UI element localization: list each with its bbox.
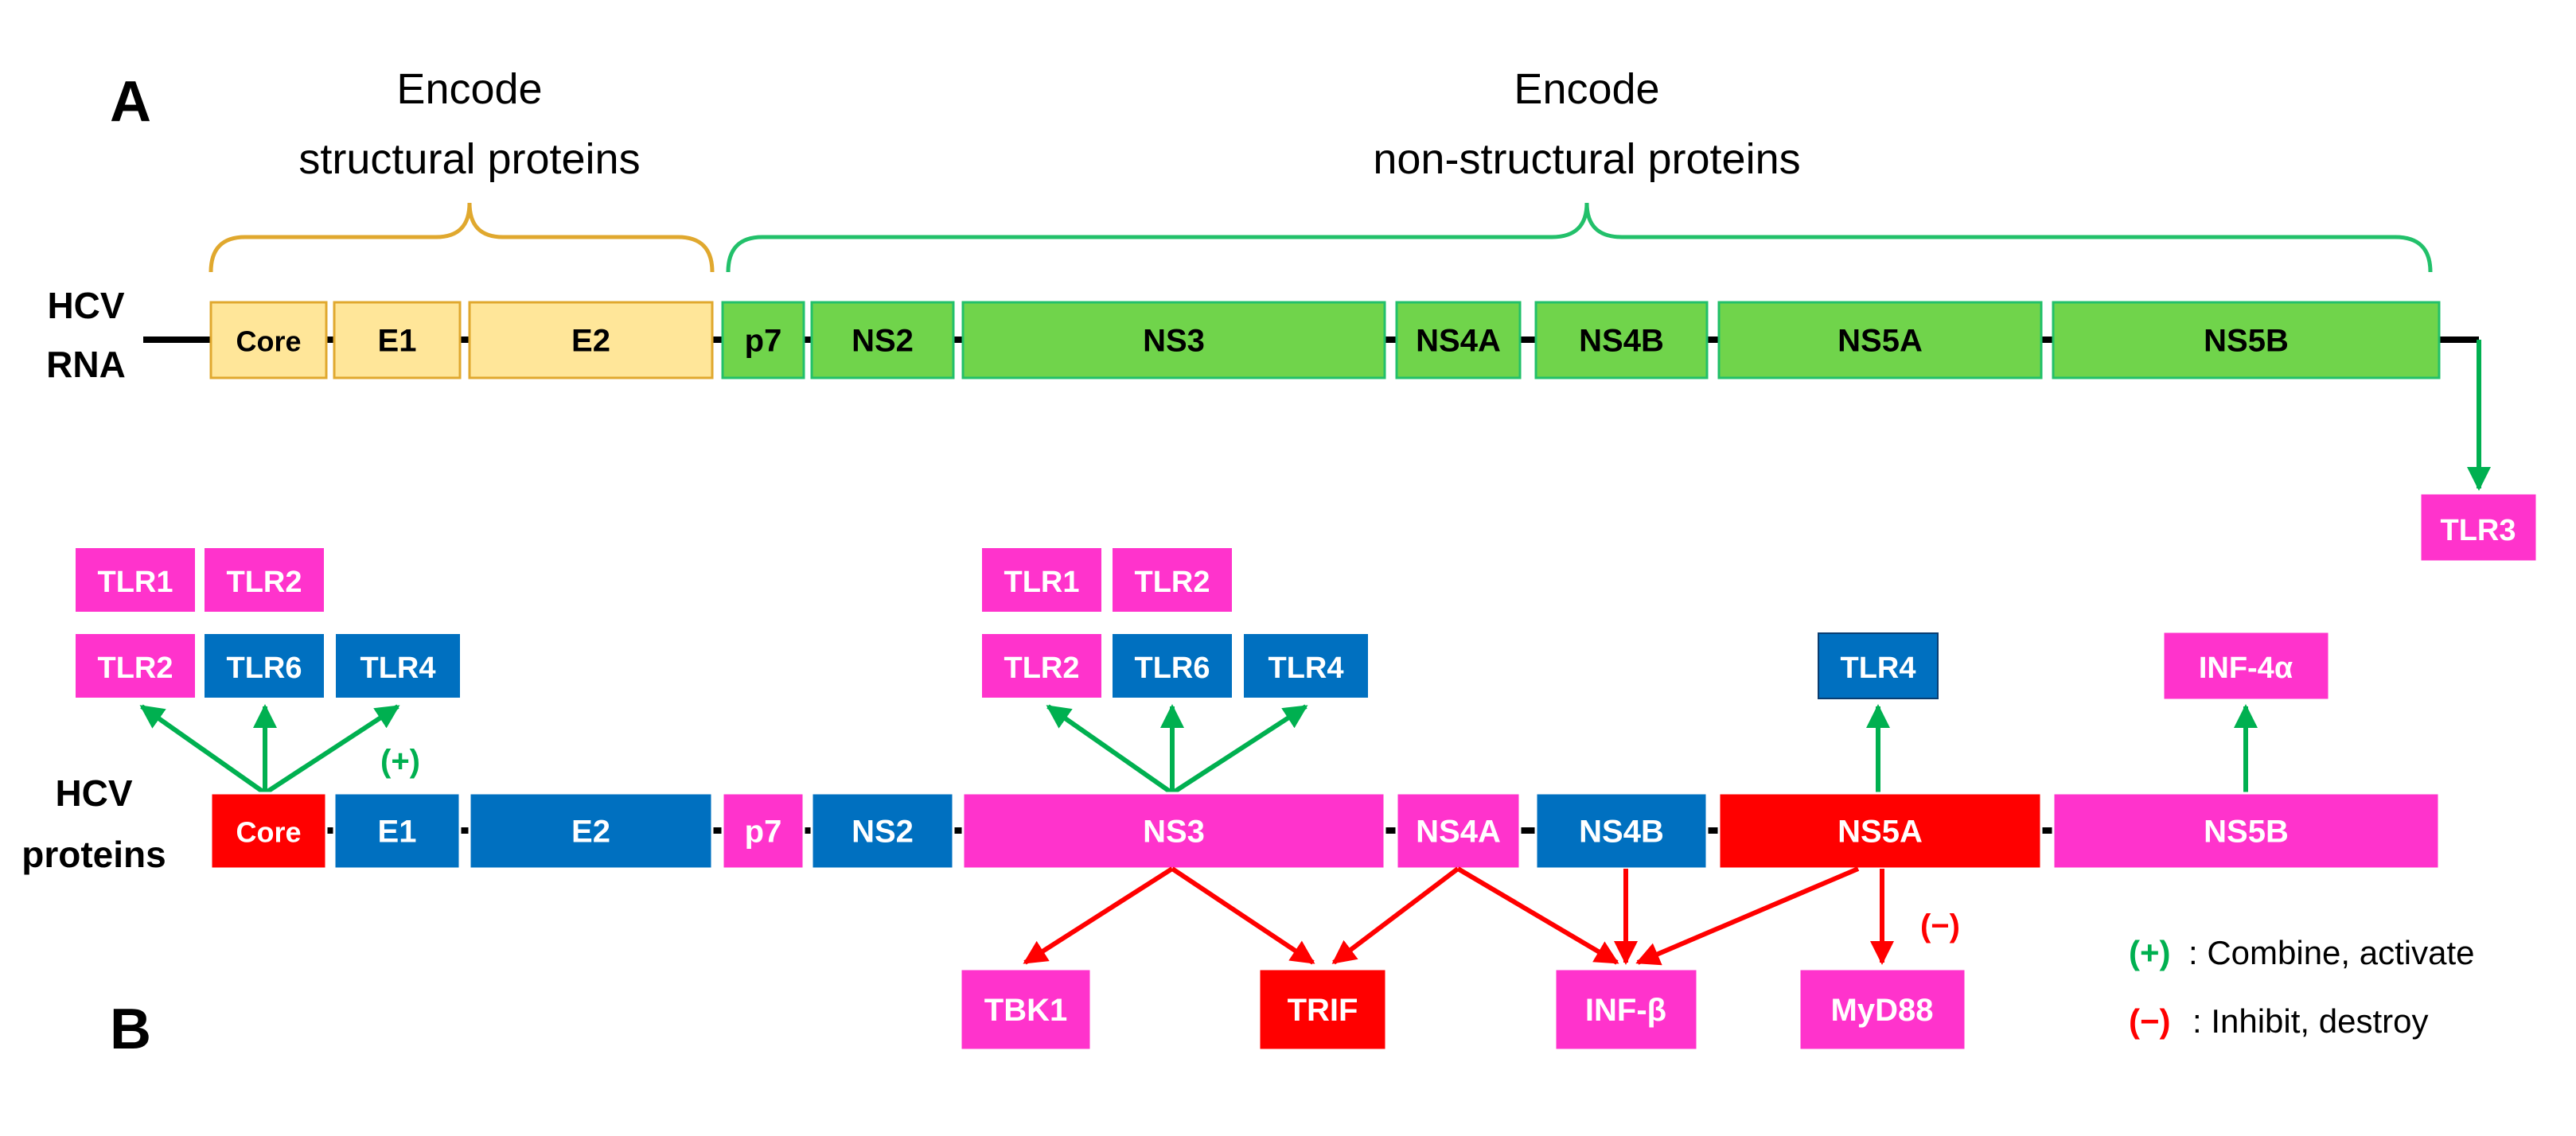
ns3-tlr4-label: TLR4	[1269, 652, 1344, 685]
protein-segment-ns5a	[1717, 792, 2043, 870]
rna-segment-label-ns2: NS2	[852, 324, 914, 359]
panel-label-a: A	[110, 70, 151, 134]
tlr3-box: TLR3	[2421, 494, 2536, 561]
rna-segment-label-p7: p7	[745, 324, 782, 359]
ns5a-tlr4-box: TLR4	[1818, 632, 1939, 699]
rna-segment-ns4a	[1395, 301, 1522, 379]
ns3-tlr1-label: TLR1	[1004, 566, 1080, 599]
rna-segment-e2	[468, 301, 714, 379]
protein-segment-label-ns4a: NS4A	[1416, 815, 1501, 850]
ns3-tlr-group: TLR1 TLR2 TLR2 TLR6 TLR4	[980, 547, 1370, 699]
rna-segment-core	[209, 301, 328, 379]
ns3-to-tbk1-arrow	[1023, 866, 1174, 965]
ns5a-to-infb-arrow	[1635, 866, 1860, 966]
rna-segment-ns5a	[1717, 301, 2043, 379]
ns3-tlr2-label: TLR2	[1004, 652, 1080, 685]
ns3-tlr6-label: TLR6	[1135, 652, 1210, 685]
protein-row-label-line2: proteins	[21, 834, 166, 875]
tbk1-box: TBK1	[961, 970, 1090, 1049]
infb-label: INF-β	[1585, 993, 1666, 1028]
myd88-label: MyD88	[1831, 993, 1934, 1028]
core-to-tlr4-arrow	[263, 704, 400, 796]
rna-genome: Core E1 E2 p7 NS2 NS3 NS4A NS4B NS5A NS5B	[209, 301, 2441, 379]
protein-row-label-line1: HCV	[55, 772, 132, 814]
legend-activate-text: : Combine, activate	[2188, 934, 2475, 971]
legend: (+) : Combine, activate (−) : Inhibit, d…	[2129, 934, 2475, 1040]
protein-segment-core	[209, 792, 328, 870]
rna-segment-label-ns4a: NS4A	[1416, 324, 1501, 359]
protein-segment-e2	[468, 792, 714, 870]
protein-segment-ns4b	[1534, 792, 1709, 870]
ns5a-inhibit-sign: (−)	[1920, 908, 1960, 943]
panel-label-b: B	[110, 998, 151, 1061]
ns3-tlr2-top-label: TLR2	[1135, 566, 1210, 599]
protein-segment-label-e2: E2	[571, 815, 610, 850]
ns4a-to-trif-arrow	[1331, 866, 1459, 965]
rna-segment-label-ns5b: NS5B	[2204, 324, 2289, 359]
protein-segment-label-ns5b: NS5B	[2204, 815, 2289, 850]
protein-segment-ns2	[810, 792, 955, 870]
ns5b-inf4a-box: INF-4α	[2164, 632, 2329, 699]
ns5b-inf4a-label: INF-4α	[2199, 652, 2293, 685]
nonstructural-header-line2: non-structural proteins	[1373, 135, 1800, 183]
rna-segment-p7	[721, 301, 805, 379]
rna-segment-label-e2: E2	[571, 324, 610, 359]
rna-segment-ns5b	[2052, 301, 2441, 379]
protein-segment-label-p7: p7	[745, 815, 782, 850]
tbk1-label: TBK1	[984, 993, 1067, 1028]
protein-segment-label-ns2: NS2	[852, 815, 914, 850]
protein-segment-ns5b	[2052, 792, 2441, 870]
core-activate-sign: (+)	[380, 744, 420, 779]
structural-brace	[208, 202, 715, 273]
core-tlr4-label: TLR4	[360, 652, 436, 685]
rna-segment-ns4b	[1534, 301, 1709, 379]
core-tlr-group: TLR1 TLR2 TLR2 TLR6 TLR4	[74, 547, 462, 699]
core-to-tlr2-arrow	[139, 704, 267, 796]
rna-row-label-line2: RNA	[46, 344, 126, 385]
core-tlr2-label: TLR2	[98, 652, 173, 685]
rna-segment-ns3	[961, 301, 1386, 379]
trif-box: TRIF	[1260, 970, 1385, 1049]
rna-row-label-line1: HCV	[47, 285, 124, 326]
ns3-to-trif-arrow	[1171, 866, 1315, 965]
core-tlr6-label: TLR6	[227, 652, 302, 685]
nonstructural-header-line1: Encode	[1514, 65, 1659, 113]
legend-inhibit-symbol: (−)	[2129, 1002, 2171, 1040]
rna-segment-e1	[333, 301, 462, 379]
rna-segment-label-e1: E1	[378, 324, 417, 359]
rna-segment-label-core: Core	[236, 325, 301, 358]
legend-activate-symbol: (+)	[2129, 934, 2171, 971]
rna-segment-label-ns4b: NS4B	[1579, 324, 1664, 359]
protein-segment-ns4a	[1395, 792, 1522, 870]
protein-segment-label-core: Core	[236, 816, 301, 849]
ns3-to-tlr4-arrow	[1171, 704, 1308, 796]
infb-box: INF-β	[1556, 970, 1697, 1049]
myd88-box: MyD88	[1800, 970, 1965, 1049]
structural-header-line1: Encode	[396, 65, 542, 113]
rna-segment-ns2	[810, 301, 955, 379]
legend-inhibit-text: : Inhibit, destroy	[2192, 1002, 2428, 1040]
core-tlr1-label: TLR1	[98, 566, 173, 599]
protein-segment-p7	[721, 792, 805, 870]
rna-segment-label-ns3: NS3	[1143, 324, 1205, 359]
rna-segment-label-ns5a: NS5A	[1837, 324, 1923, 359]
ns3-to-tlr2-arrow	[1046, 704, 1174, 796]
trif-label: TRIF	[1288, 993, 1358, 1028]
protein-segment-label-ns4b: NS4B	[1579, 815, 1664, 850]
protein-segment-label-e1: E1	[378, 815, 417, 850]
core-tlr2-top-label: TLR2	[227, 566, 302, 599]
tlr3-label: TLR3	[2441, 514, 2516, 547]
protein-segment-label-ns5a: NS5A	[1837, 815, 1923, 850]
protein-segment-label-ns3: NS3	[1143, 815, 1205, 850]
nonstructural-brace	[726, 202, 2433, 273]
protein-chain: Core E1 E2 p7 NS2 NS3 NS4A NS4B NS5A NS5B	[209, 792, 2441, 870]
structural-header-line2: structural proteins	[298, 135, 640, 183]
ns4a-to-infb-arrow	[1456, 866, 1619, 965]
protein-segment-e1	[333, 792, 462, 870]
ns5a-tlr4-label: TLR4	[1841, 652, 1916, 685]
